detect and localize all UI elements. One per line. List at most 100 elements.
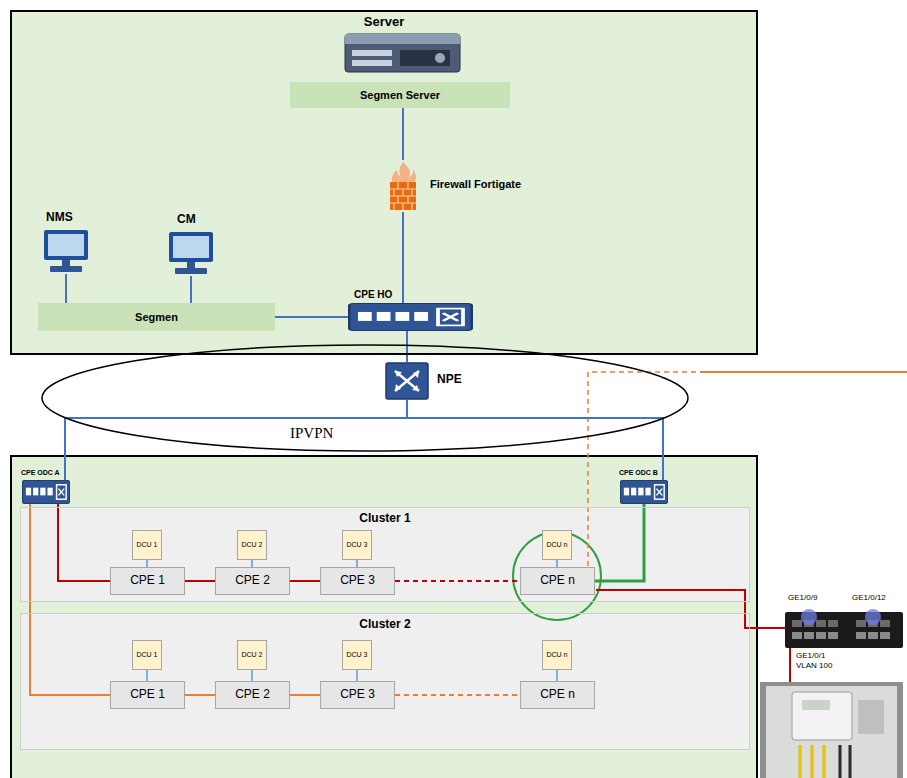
cpe-box: CPE 1 <box>110 567 185 595</box>
connector-line <box>356 560 358 567</box>
cpe-box: CPE n <box>520 567 595 595</box>
connector-line <box>402 212 404 303</box>
connector-line <box>290 580 320 582</box>
node-label: NPE <box>437 373 462 387</box>
cluster-band: Cluster 2 DCU 1 CPE 1 DCU 2 CPE 2 DCU 3 CPE 3 D… <box>20 613 750 750</box>
node-label: Segmen Server <box>360 89 440 102</box>
dcu-box: DCU 3 <box>342 640 372 670</box>
dcu-box: DCU 1 <box>132 530 162 560</box>
icon-graphic <box>40 343 690 453</box>
node-label: DCU 2 <box>241 541 262 549</box>
connector-line <box>190 276 192 303</box>
node-label: CPE 3 <box>340 688 375 702</box>
icon-graphic <box>385 362 429 400</box>
router-device: CPE HO <box>348 303 473 331</box>
node-label: CPE ODC A <box>20 469 61 477</box>
icon-graphic <box>22 480 70 504</box>
node-label: CPE n <box>540 574 575 588</box>
port-label: GE1/0/12 <box>852 593 886 603</box>
connector-line <box>556 670 558 681</box>
server-panel: ServerSegmen ServerFirewall FortigateNMS… <box>10 10 758 355</box>
connector-line <box>556 560 558 567</box>
connector-line <box>290 694 320 696</box>
node-label: DCU n <box>546 541 567 549</box>
connector-line <box>595 504 644 581</box>
node-label: CPE 2 <box>235 688 270 702</box>
port-label: GE1/0/9 <box>788 593 817 603</box>
connector-line <box>251 670 253 681</box>
connector-line <box>402 108 404 160</box>
dcu-box: DCU n <box>542 530 572 560</box>
connector-line <box>356 670 358 681</box>
node-label: CPE 2 <box>235 574 270 588</box>
connector-line <box>65 400 407 480</box>
cpe-box: CPE 1 <box>110 681 185 709</box>
cluster-band: Cluster 1 DCU 1 CPE 1 DCU 2 CPE 2 DCU 3 CPE 3 D… <box>20 507 750 602</box>
switch-picture <box>785 609 903 648</box>
node-label: DCU 3 <box>346 651 367 659</box>
icon-graphic <box>165 230 217 276</box>
node-label: DCU 1 <box>136 651 157 659</box>
port-label: GE1/0/1 VLAN 100 <box>796 651 842 671</box>
node-label: CPE ODC B <box>618 469 659 477</box>
computer-icon: CM <box>165 230 217 276</box>
node-label: IPVPN <box>290 425 333 442</box>
icon-graphic <box>40 228 92 274</box>
segment-box: Segmen <box>38 303 275 331</box>
segment-box: Segmen Server <box>290 82 510 108</box>
cpe-box: CPE 2 <box>215 681 290 709</box>
connector-line <box>146 560 148 567</box>
router-device: CPE ODC A <box>22 480 70 504</box>
connector-line <box>395 694 520 696</box>
connector-line <box>407 400 663 480</box>
node-label: Cluster 2 <box>21 618 749 632</box>
cpe-box: CPE n <box>520 681 595 709</box>
cabinet-photo <box>760 682 903 778</box>
computer-icon: NMS <box>40 228 92 274</box>
dcu-box: DCU n <box>542 640 572 670</box>
connector-line <box>185 694 215 696</box>
server-icon <box>345 34 460 72</box>
node-label: DCU 2 <box>241 651 262 659</box>
router-device: CPE ODC B <box>620 480 668 504</box>
node-label: NMS <box>46 211 73 225</box>
node-label: CPE 1 <box>130 688 165 702</box>
dcu-box: DCU 2 <box>237 530 267 560</box>
ipvpn-cloud: IPVPN NPE <box>40 343 690 453</box>
node-label: CPE n <box>540 688 575 702</box>
node-label: DCU 3 <box>346 541 367 549</box>
node-label: Segmen <box>135 311 178 324</box>
connector-line <box>395 580 520 582</box>
orange-leader-line <box>588 372 907 566</box>
connector-line <box>65 274 67 303</box>
connector-line <box>30 504 110 695</box>
connector-line <box>58 504 110 581</box>
node-label: CPE 1 <box>130 574 165 588</box>
node-label: Firewall Fortigate <box>430 178 521 191</box>
connector-line <box>275 316 348 318</box>
node-label: Server <box>12 15 756 30</box>
dcu-box: DCU 1 <box>132 640 162 670</box>
node-label: DCU 1 <box>136 541 157 549</box>
node-label: CPE HO <box>354 289 392 301</box>
dcu-box: DCU 3 <box>342 530 372 560</box>
node-label: CM <box>177 213 196 227</box>
cpe-box: CPE 2 <box>215 567 290 595</box>
switch-icon: NPE <box>385 362 429 400</box>
icon-graphic <box>348 303 473 331</box>
connector-line <box>185 580 215 582</box>
connector-line <box>146 670 148 681</box>
node-label: CPE 3 <box>340 574 375 588</box>
cpe-box: CPE 3 <box>320 567 395 595</box>
connector-line <box>406 331 408 362</box>
connector-line <box>251 560 253 567</box>
red-wire <box>596 590 790 682</box>
node-label: Cluster 1 <box>21 512 749 526</box>
firewall-icon: Firewall Fortigate <box>388 160 418 212</box>
cpe-box: CPE 3 <box>320 681 395 709</box>
dcu-box: DCU 2 <box>237 640 267 670</box>
icon-graphic <box>388 160 418 212</box>
node-label: DCU n <box>546 651 567 659</box>
